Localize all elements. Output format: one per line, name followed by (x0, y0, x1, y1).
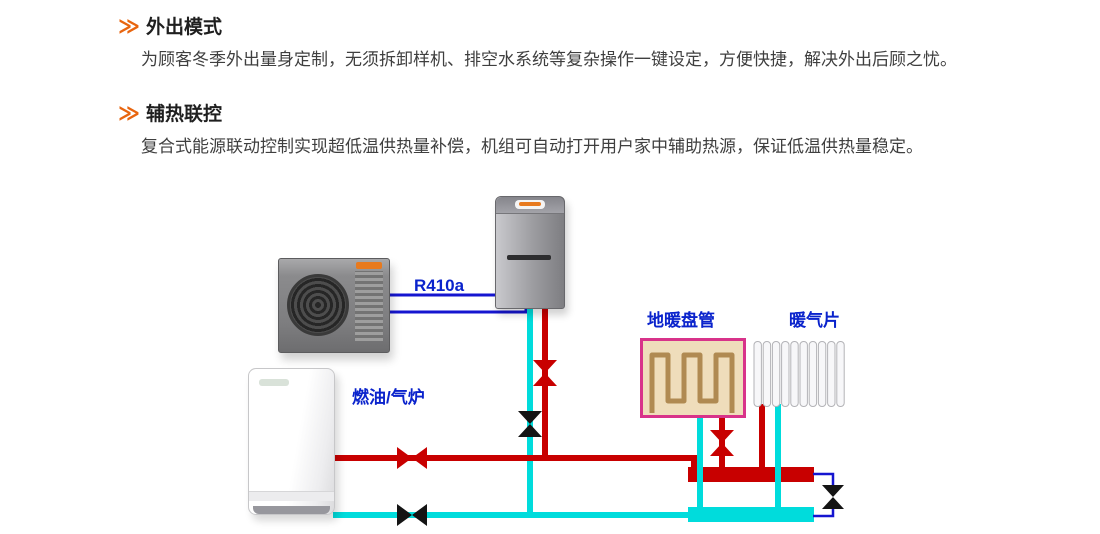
valve-indoor-return-icon (518, 411, 542, 437)
label-refrigerant: R410a (414, 276, 465, 295)
double-chevron-icon: ≫ (118, 102, 140, 126)
serpentine-coil-icon (649, 352, 735, 413)
outdoor-unit-icon (278, 258, 390, 353)
label-radiator: 暖气片 (789, 311, 840, 330)
bypass-connector (813, 472, 835, 518)
condenser-fins-icon (355, 271, 383, 341)
valve-floor-coil-icon (710, 430, 734, 456)
boiler-base (253, 506, 330, 514)
floor-coil-icon (640, 338, 746, 418)
boiler-icon (248, 368, 335, 515)
supply-manifold (688, 467, 814, 482)
feature-header: ≫ 辅热联控 (118, 99, 998, 126)
feature-header: ≫ 外出模式 (118, 12, 998, 39)
valve-boiler-supply-icon (397, 447, 427, 469)
display-slot (507, 255, 551, 260)
valve-boiler-return-icon (397, 504, 427, 526)
feature-title: 辅热联控 (145, 104, 222, 126)
valve-end-bypass-icon (822, 485, 844, 509)
valve-indoor-supply-icon (533, 360, 557, 386)
brand-logo-icon (259, 379, 289, 386)
feature-aux-heat-linkage: ≫ 辅热联控 复合式能源联动控制实现超低温供热量补偿，机组可自动打开用户家中辅助… (118, 99, 998, 160)
feature-away-mode: ≫ 外出模式 为顾客冬季外出量身定制，无须拆卸样机、排空水系统等复杂操作一键设定… (118, 12, 998, 73)
feature-list: ≫ 外出模式 为顾客冬季外出量身定制，无须拆卸样机、排空水系统等复杂操作一键设定… (118, 12, 998, 161)
feature-description: 复合式能源联动控制实现超低温供热量补偿，机组可自动打开用户家中辅助热源，保证低温… (141, 137, 923, 157)
brand-mark-icon (519, 202, 541, 206)
radiator-icon (753, 341, 845, 407)
fan-grille-icon (287, 274, 349, 336)
double-chevron-icon: ≫ (118, 15, 140, 38)
label-floor-coil: 地暖盘管 (647, 311, 715, 330)
brand-logo-icon (356, 262, 382, 269)
return-manifold (688, 507, 814, 522)
feature-description: 为顾客冬季外出量身定制，无须拆卸样机、排空水系统等复杂操作一键设定，方便快捷，解… (141, 50, 957, 69)
brand-logo-icon (515, 200, 545, 209)
indoor-hydrobox-icon (495, 196, 565, 309)
feature-title: 外出模式 (145, 17, 222, 38)
label-boiler: 燃油/气炉 (352, 388, 425, 407)
control-band (249, 491, 334, 501)
return-pipe-drops (697, 404, 781, 510)
